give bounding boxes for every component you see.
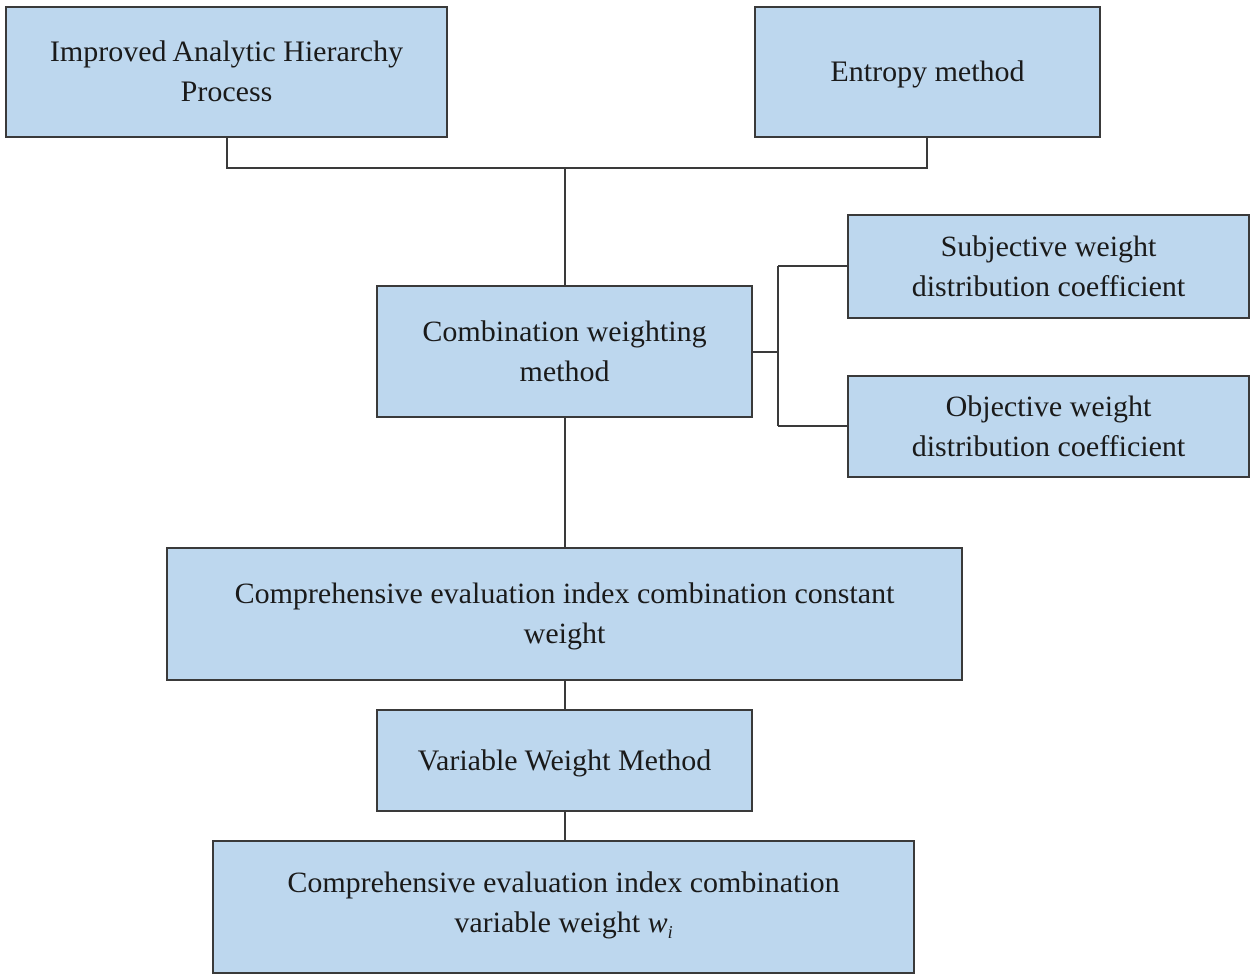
variable-weight-method-label: Variable Weight Method [417,743,712,777]
entropy-method-label: Entropy method [830,55,1025,88]
objective-coefficient-label-line2: distribution coefficient [911,429,1186,463]
combination-weighting-label-line2: method [519,354,610,388]
variable-weight-symbol: wi [647,905,673,942]
objective-coefficient-box: Objective weight distribution coefficien… [847,375,1250,478]
subjective-coefficient-label-line2: distribution coefficient [911,269,1186,303]
variable-weight-symbol-subscript: i [667,921,673,942]
variable-weight-symbol-w: w [647,905,668,939]
subjective-coefficient-box: Subjective weight distribution coefficie… [847,214,1250,319]
constant-weight-label-line1: Comprehensive evaluation index combinati… [234,577,895,610]
improved-ahp-box: Improved Analytic Hierarchy Process [5,6,448,138]
variable-weight-label-text: variable weight [454,905,648,939]
variable-weight-box: Comprehensive evaluation index combinati… [212,840,915,974]
variable-weight-method-box: Variable Weight Method [376,709,753,812]
constant-weight-box: Comprehensive evaluation index combinati… [166,547,963,681]
variable-weight-label-line2: variable weight wi [287,903,839,952]
subjective-coefficient-label-line1: Subjective weight [940,229,1157,263]
improved-ahp-label-line2: Process [180,75,273,108]
entropy-method-box: Entropy method [754,6,1101,138]
improved-ahp-label-line1: Improved Analytic Hierarchy [49,35,404,68]
variable-weight-label-line1: Comprehensive evaluation index combinati… [287,865,840,899]
combination-weighting-box: Combination weighting method [376,285,753,418]
objective-coefficient-label-line1: Objective weight [945,389,1152,423]
connector-ahp-entropy-merge [226,138,928,169]
connector-combination-to-coefficients [752,265,848,427]
combination-weighting-label-line1: Combination weighting [422,314,707,348]
constant-weight-label-line2: weight [523,617,606,650]
